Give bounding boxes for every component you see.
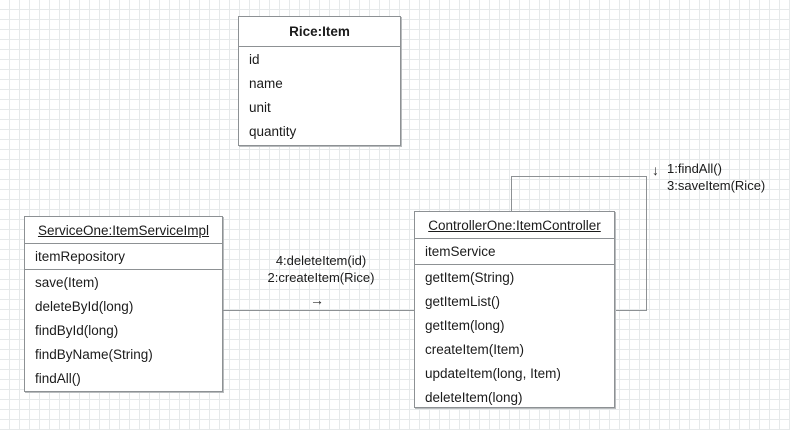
controller-self-loop-right-segment xyxy=(646,176,647,311)
class-box-service-one[interactable]: ServiceOne:ItemServiceImpl itemRepositor… xyxy=(24,216,223,392)
operation-row: getItemList() xyxy=(425,293,501,309)
class-box-rice-item[interactable]: Rice:Item id name unit quantity xyxy=(238,16,401,146)
message-line-1: 1:findAll() xyxy=(667,161,722,176)
operation-row: deleteItem(long) xyxy=(425,389,523,405)
attribute-row: itemService xyxy=(425,244,496,259)
class-title-text: ServiceOne:ItemServiceImpl xyxy=(37,222,210,238)
class-title-service-one: ServiceOne:ItemServiceImpl xyxy=(25,217,222,244)
operation-row: createItem(Item) xyxy=(425,341,525,357)
attribute-row: quantity xyxy=(249,123,297,139)
attribute-row: id xyxy=(249,51,260,67)
class-operations-controller-one: getItem(String) getItemList() getItem(lo… xyxy=(415,265,614,407)
message-line-1: 4:deleteItem(id) xyxy=(275,253,367,268)
operation-row: findAll() xyxy=(35,370,81,386)
controller-self-loop-left-segment xyxy=(511,176,512,212)
class-title-rice-item: Rice:Item xyxy=(239,17,400,47)
operation-row: getItem(long) xyxy=(425,317,505,333)
class-attributes-service-one: itemRepository xyxy=(25,244,222,270)
message-line-2: 3:saveItem(Rice) xyxy=(667,178,766,193)
class-title-controller-one: ControllerOne:ItemController xyxy=(415,212,614,239)
controller-self-loop-top-segment xyxy=(511,176,647,177)
operation-row: getItem(String) xyxy=(425,269,515,285)
attribute-row: itemRepository xyxy=(35,249,126,264)
message-label-controller-self: 1:findAll() 3:saveItem(Rice) xyxy=(667,160,765,194)
message-line-2: 2:createItem(Rice) xyxy=(267,270,375,285)
class-attributes-rice-item: id name unit quantity xyxy=(239,47,400,146)
arrow-right-icon: → xyxy=(310,292,324,308)
operation-row: findByName(String) xyxy=(35,346,153,362)
attribute-row: unit xyxy=(249,99,271,115)
class-box-controller-one[interactable]: ControllerOne:ItemController itemService… xyxy=(414,211,615,408)
controller-self-loop-bottom-segment xyxy=(615,310,647,311)
operation-row: updateItem(long, Item) xyxy=(425,365,561,381)
operation-row: save(Item) xyxy=(35,274,99,290)
association-service-to-controller xyxy=(223,310,415,311)
class-attributes-controller-one: itemService xyxy=(415,239,614,265)
class-operations-service-one: save(Item) deleteById(long) findById(lon… xyxy=(25,270,222,391)
class-title-text: ControllerOne:ItemController xyxy=(428,217,601,233)
attribute-row: name xyxy=(249,75,283,91)
class-title-text: Rice:Item xyxy=(289,24,350,39)
arrow-down-icon: ↓ xyxy=(652,162,659,178)
operation-row: deleteById(long) xyxy=(35,298,134,314)
message-label-service-to-controller: 4:deleteItem(id) 2:createItem(Rice) xyxy=(251,252,391,286)
operation-row: findById(long) xyxy=(35,322,119,338)
